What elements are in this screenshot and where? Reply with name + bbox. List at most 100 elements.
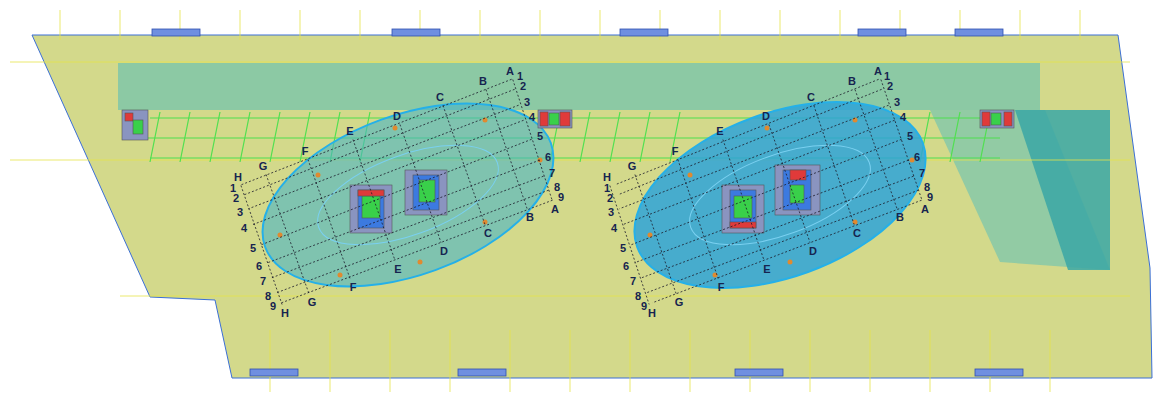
grid-axis [486,90,527,209]
grid-label: 5 [250,243,256,254]
grid-label: 5 [907,131,913,142]
grid-axis [678,160,718,279]
grid-label: E [763,264,770,275]
grid-axis [308,159,350,278]
grid-label: A [551,204,559,215]
grid-label: 6 [623,261,629,272]
grid-label: 4 [611,223,617,234]
grid-label: F [718,282,725,293]
grid-label: 6 [545,152,551,163]
grid-axis [635,175,676,294]
grid-label: 5 [620,243,626,254]
grid-label: 9 [641,301,647,312]
atrium-inner [305,125,511,265]
grid-axis [814,106,854,225]
grid-label: 9 [558,192,564,203]
grid-label: H [648,308,656,319]
grid-label: D [762,111,770,122]
grid-label: B [896,212,904,223]
grid-axis [266,174,309,293]
grid-axis [353,140,395,261]
grid-axis [652,200,921,303]
grid-axis [244,89,514,194]
grid-label: E [716,126,723,137]
grid-label: F [672,146,679,157]
grid-axis [769,125,810,243]
grid-label: C [436,92,444,103]
grid-axis [241,186,282,305]
grid-label: 3 [237,207,243,218]
grid-label: 9 [270,301,276,312]
grid-axis [622,120,894,225]
right-core-zone [1015,110,1110,270]
grid-label: 7 [919,168,925,179]
upper-zone [118,63,1040,110]
grid-label: C [807,92,815,103]
grid-label: D [440,246,448,257]
grid-label: 4 [900,112,906,123]
grid-label: F [302,146,309,157]
grid-label: H [603,172,611,183]
grid-axis [400,125,441,243]
grid-axis [881,80,922,201]
grid-label: D [393,111,401,122]
grid-axis [641,176,913,278]
grid-axis [855,89,897,208]
grid-axis [615,79,878,184]
grid-axis [646,190,918,293]
top-grid [10,10,1130,392]
grid-label: G [308,297,317,308]
slab [32,35,1152,378]
grid-axis [631,139,901,244]
grid-label: G [628,161,637,172]
grid-label: A [874,66,882,77]
right-zone [930,110,1110,270]
grid-label: 9 [927,192,933,203]
grid-axis [281,200,552,303]
grid-axis [618,89,881,194]
grid-lines [241,79,922,304]
grid-axis [276,190,548,293]
grid-label: E [394,264,401,275]
grid-label: 6 [256,261,262,272]
grid-label: 6 [914,152,920,163]
grid-label: F [350,282,357,293]
grid-axis [241,79,511,184]
grid-axis [619,105,888,209]
column-dots [278,118,915,278]
grid-label: B [526,212,534,223]
grid-label: 7 [549,168,555,179]
grid-axis [443,105,485,224]
grid-label: 5 [537,131,543,142]
grid-label: A [921,204,929,215]
grid-axis [271,176,543,278]
grid-label: 4 [241,223,247,234]
grid-label: 7 [630,276,636,287]
grid-axis [248,105,518,209]
atrium-left [238,68,578,322]
grid-label: B [848,76,856,87]
grid-label: H [281,308,289,319]
grid-axis [267,160,539,263]
atrium-right [609,66,951,324]
grid-axis [634,160,908,263]
grid-label: 8 [635,291,641,302]
grid-label: C [484,228,492,239]
grid-label: G [259,161,268,172]
grid-label: 7 [260,276,266,287]
grid-label: 2 [520,81,526,92]
grid-axis [610,186,649,305]
grid-axis [723,140,764,261]
grid-label: 3 [608,207,614,218]
grid-label: 4 [529,112,535,123]
grid-label: D [809,246,817,257]
grid-axis [252,120,523,225]
grid-label: 3 [524,97,530,108]
grid-label: H [234,172,242,183]
grid-label: C [853,228,861,239]
grid-label: E [346,126,353,137]
grid-label: G [675,297,684,308]
grid-label: 2 [607,193,613,204]
windows [152,29,1023,376]
